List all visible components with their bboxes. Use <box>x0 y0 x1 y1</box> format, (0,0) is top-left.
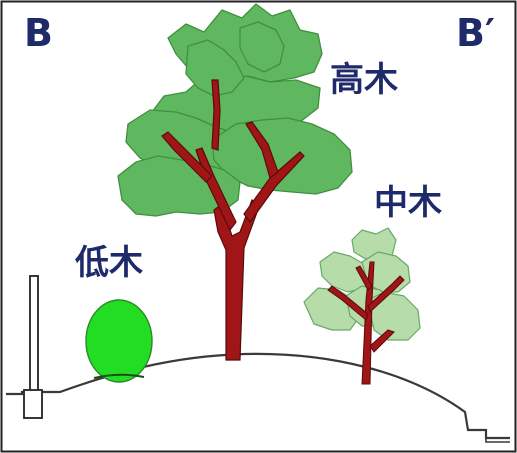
section-start-label: B <box>24 11 53 55</box>
tall-tree-trunk <box>161 79 305 361</box>
low-tree-label: 低木 <box>75 243 143 283</box>
boundary-post <box>23 275 43 419</box>
medium-tree-label: 中木 <box>374 183 442 223</box>
low-shrub-base <box>93 373 145 379</box>
medium-tree <box>303 227 421 385</box>
post-base <box>23 389 43 419</box>
medium-tree-canopy <box>303 227 421 341</box>
low-shrub <box>85 299 153 383</box>
post-pole <box>29 275 39 395</box>
tall-tree-canopy <box>117 3 353 217</box>
medium-tree-trunk <box>327 261 405 385</box>
ground-step-lower <box>485 438 510 443</box>
ground-mound <box>6 352 510 440</box>
section-end-label: B′ <box>456 11 495 55</box>
low-shrub-canopy <box>85 299 153 383</box>
tall-tree-label: 高木 <box>330 60 398 100</box>
tall-tree <box>117 3 353 361</box>
